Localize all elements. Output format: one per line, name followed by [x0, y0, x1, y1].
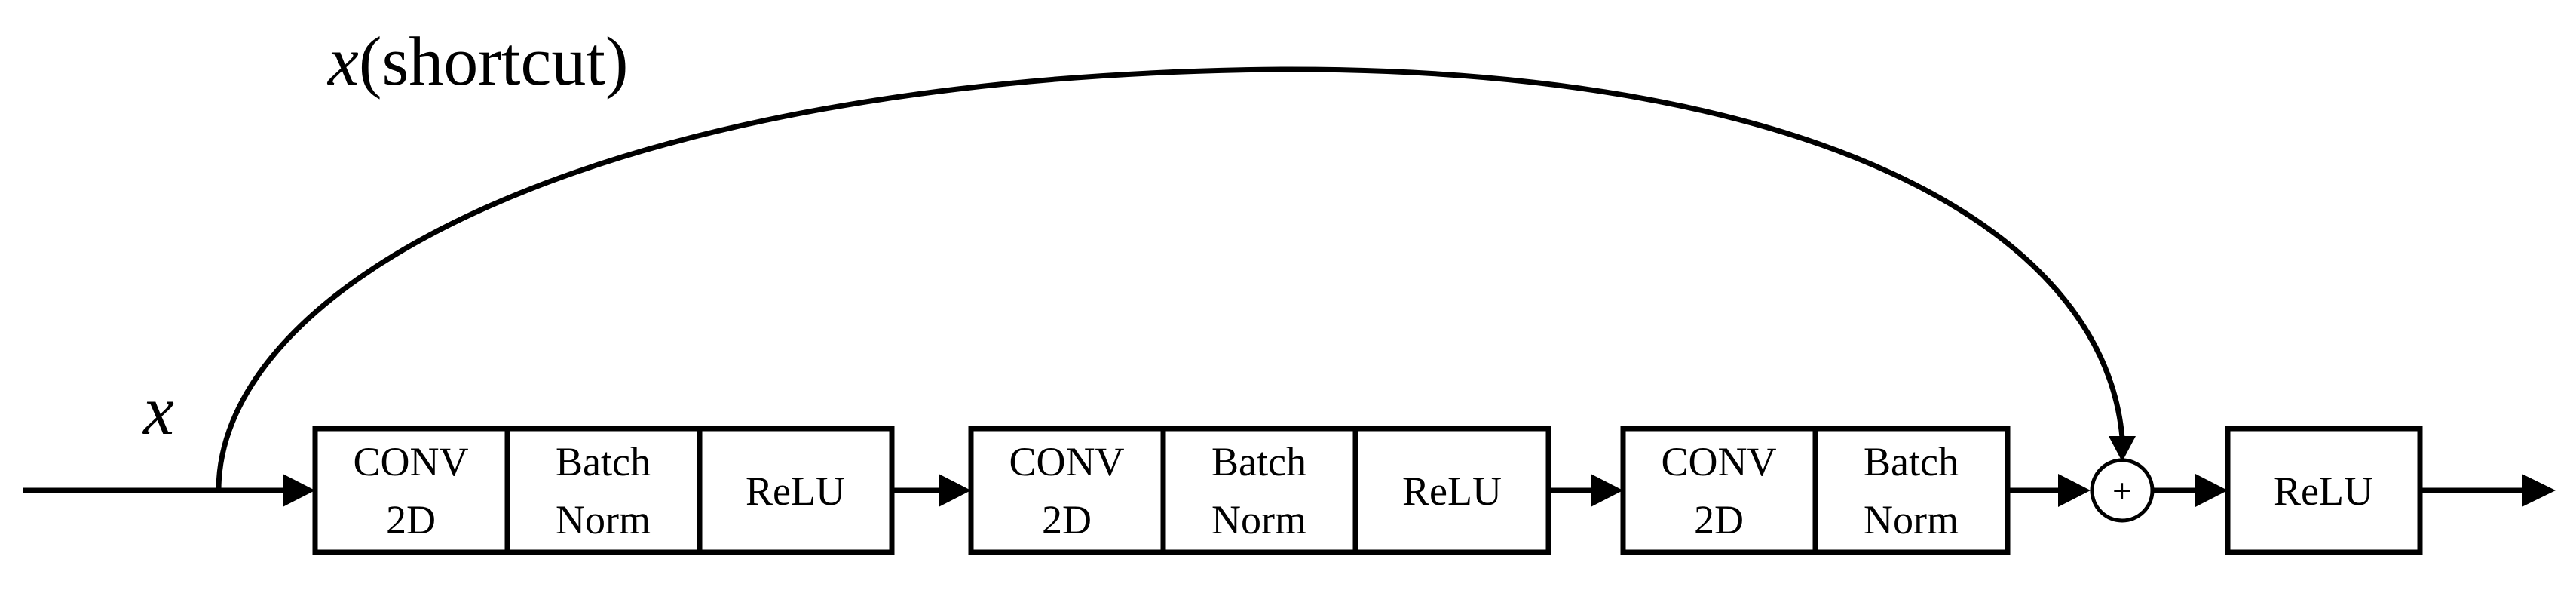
- block-1-conv-line2: 2D: [386, 497, 436, 542]
- shortcut-var: x: [326, 23, 359, 100]
- shortcut-arrowhead: [2109, 436, 2136, 462]
- block-2-conv-line2: 2D: [1042, 497, 1092, 542]
- block-1-conv-line1: CONV: [353, 439, 468, 484]
- shortcut-arc: [216, 66, 2125, 491]
- output-arrowhead: [2522, 474, 2556, 507]
- connector-add-relu-arrowhead: [2195, 474, 2228, 507]
- final-relu-block: ReLU: [2225, 426, 2423, 555]
- connector-1-2-arrowhead: [939, 474, 971, 507]
- block-2: CONV 2D Batch Norm ReLU: [968, 426, 1551, 555]
- final-relu-label: ReLU: [2274, 469, 2373, 514]
- shortcut-label: x(shortcut): [326, 23, 629, 100]
- input-arrowhead: [283, 474, 315, 507]
- block-3-conv-line2: 2D: [1694, 497, 1744, 542]
- connector-2-3-arrowhead: [1591, 474, 1623, 507]
- input-label: x: [142, 372, 174, 449]
- block-3-bn-line2: Norm: [1864, 497, 1959, 542]
- block-3: CONV 2D Batch Norm: [1620, 426, 2011, 555]
- block-1-bn-line1: Batch: [556, 439, 651, 484]
- block-2-bn-line1: Batch: [1211, 439, 1306, 484]
- shortcut-text: (shortcut): [359, 23, 629, 100]
- add-node: +: [2090, 458, 2155, 523]
- block-3-bn-line1: Batch: [1864, 439, 1959, 484]
- block-3-conv-line1: CONV: [1661, 439, 1776, 484]
- connector-3-add-arrowhead: [2058, 474, 2091, 507]
- block-1: CONV 2D Batch Norm ReLU: [312, 426, 895, 555]
- block-1-relu: ReLU: [746, 469, 845, 514]
- block-1-bn-line2: Norm: [556, 497, 651, 542]
- block-2-conv-line1: CONV: [1009, 439, 1124, 484]
- block-2-relu: ReLU: [1402, 469, 1502, 514]
- add-symbol: +: [2112, 472, 2132, 510]
- block-2-bn-line2: Norm: [1211, 497, 1306, 542]
